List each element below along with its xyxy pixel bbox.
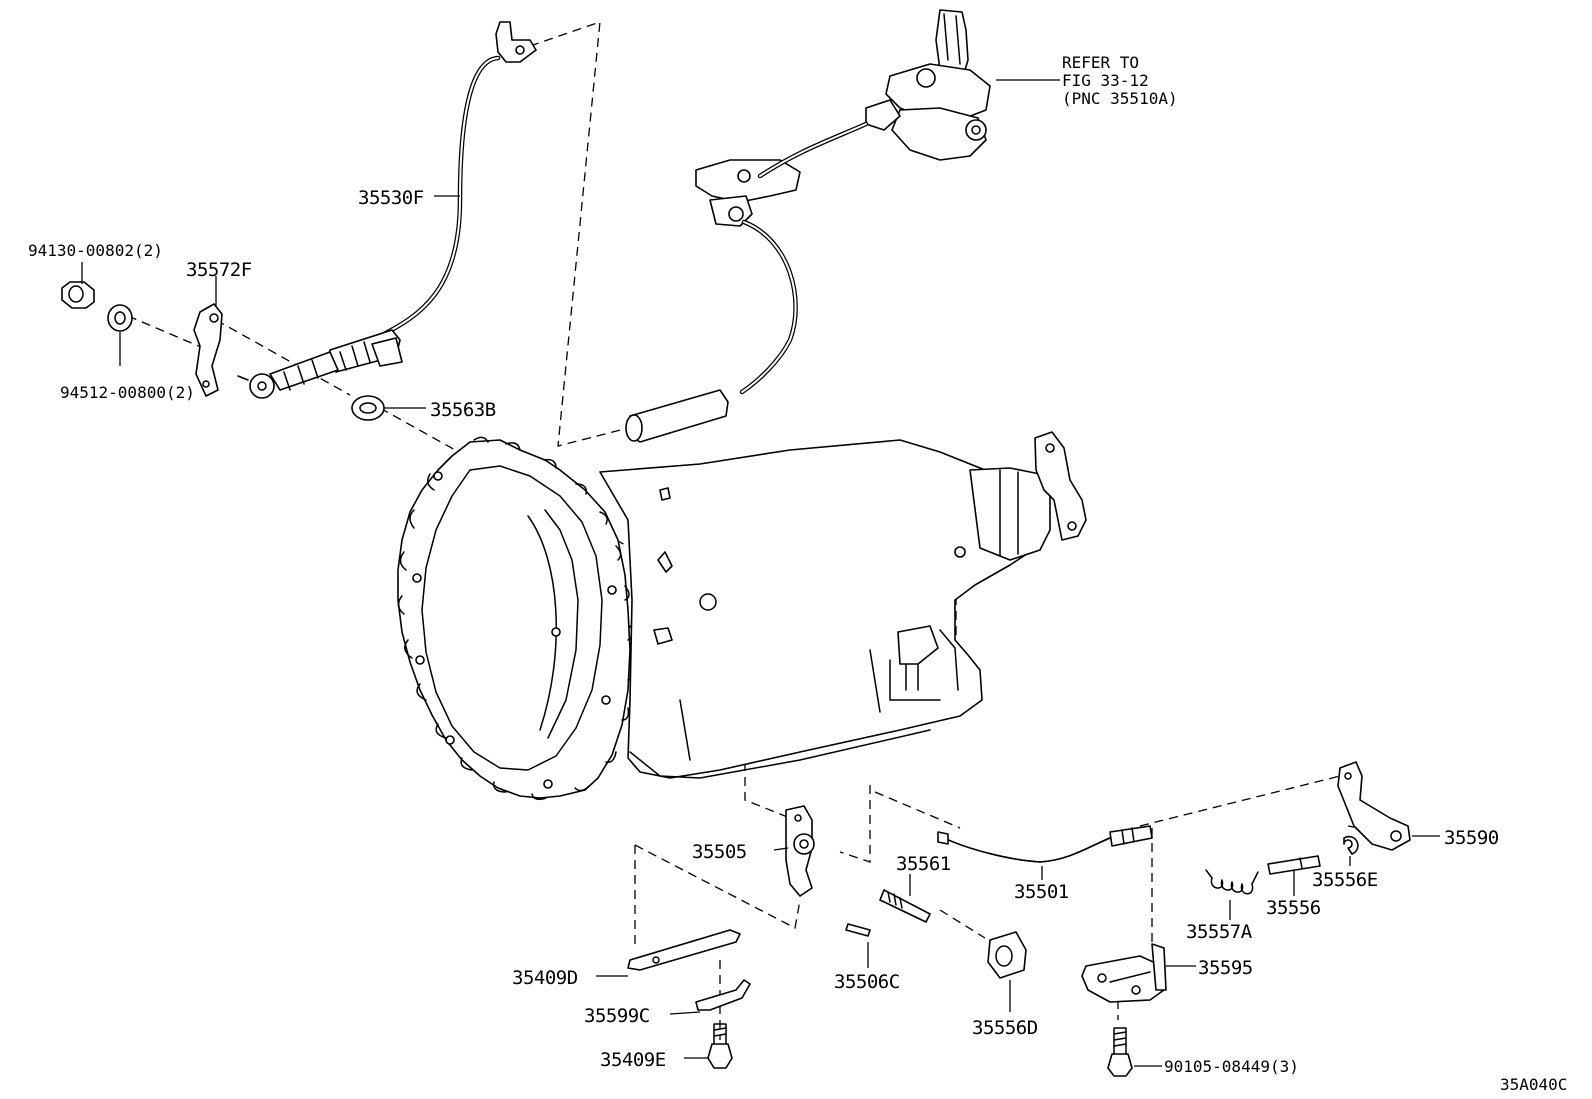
- control-rod: [937, 825, 1153, 863]
- lock-plate: [695, 979, 751, 1011]
- refer-note-line3: (PNC 35510A): [1062, 89, 1178, 108]
- control-cable-lower: [625, 219, 798, 443]
- pin-35556: [1267, 855, 1321, 875]
- callout-35557A: 35557A: [1186, 921, 1253, 943]
- callout-35590: 35590: [1444, 827, 1499, 849]
- bolt-90105: [1107, 1027, 1133, 1077]
- collar: [987, 931, 1027, 979]
- detent-plate: [627, 929, 741, 971]
- callout-35409D: 35409D: [512, 967, 578, 989]
- control-arm: [1337, 761, 1411, 851]
- refer-note-line1: REFER TO: [1062, 53, 1139, 72]
- shift-lever-assembly: [865, 9, 991, 161]
- manual-valve-shaft: [879, 889, 931, 923]
- parts-nut-washer-bracket: [61, 281, 385, 421]
- figure-code: 35A040C: [1500, 1075, 1567, 1094]
- callout-94512-00800: 94512-00800(2): [60, 383, 195, 402]
- callout-35563B: 35563B: [430, 399, 496, 421]
- callout-35506C: 35506C: [834, 971, 900, 993]
- e-ring: [1343, 835, 1359, 855]
- transmission-control-cable: [237, 21, 537, 399]
- callout-35556: 35556: [1266, 897, 1321, 919]
- callout-35599C: 35599C: [584, 1005, 650, 1027]
- callout-35501: 35501: [1014, 881, 1069, 903]
- callout-35595: 35595: [1198, 957, 1253, 979]
- bracket-35595: [1081, 943, 1167, 1003]
- manual-valve-lever: [785, 805, 815, 897]
- bolt-35409E: [707, 1023, 733, 1069]
- callout-35556D: 35556D: [972, 1017, 1038, 1039]
- callout-35572F: 35572F: [186, 259, 252, 281]
- callout-90105-08449: 90105-08449(3): [1164, 1057, 1299, 1076]
- callout-labels: REFER TO FIG 33-12 (PNC 35510A) 35530F 9…: [28, 53, 1567, 1094]
- callout-35505: 35505: [692, 841, 747, 863]
- leader-lines: [81, 79, 1440, 1067]
- refer-note-line2: FIG 33-12: [1062, 71, 1149, 90]
- callout-35561: 35561: [896, 853, 951, 875]
- spring-pin: [845, 923, 871, 937]
- shift-cable-bracket: [695, 121, 869, 227]
- callout-35409E: 35409E: [600, 1049, 666, 1071]
- transmission-housing: [397, 431, 1087, 801]
- callout-35530F: 35530F: [358, 187, 424, 209]
- callout-35556E: 35556E: [1312, 869, 1378, 891]
- spring-35557A: [1205, 869, 1259, 895]
- callout-94130-00802: 94130-00802(2): [28, 241, 163, 260]
